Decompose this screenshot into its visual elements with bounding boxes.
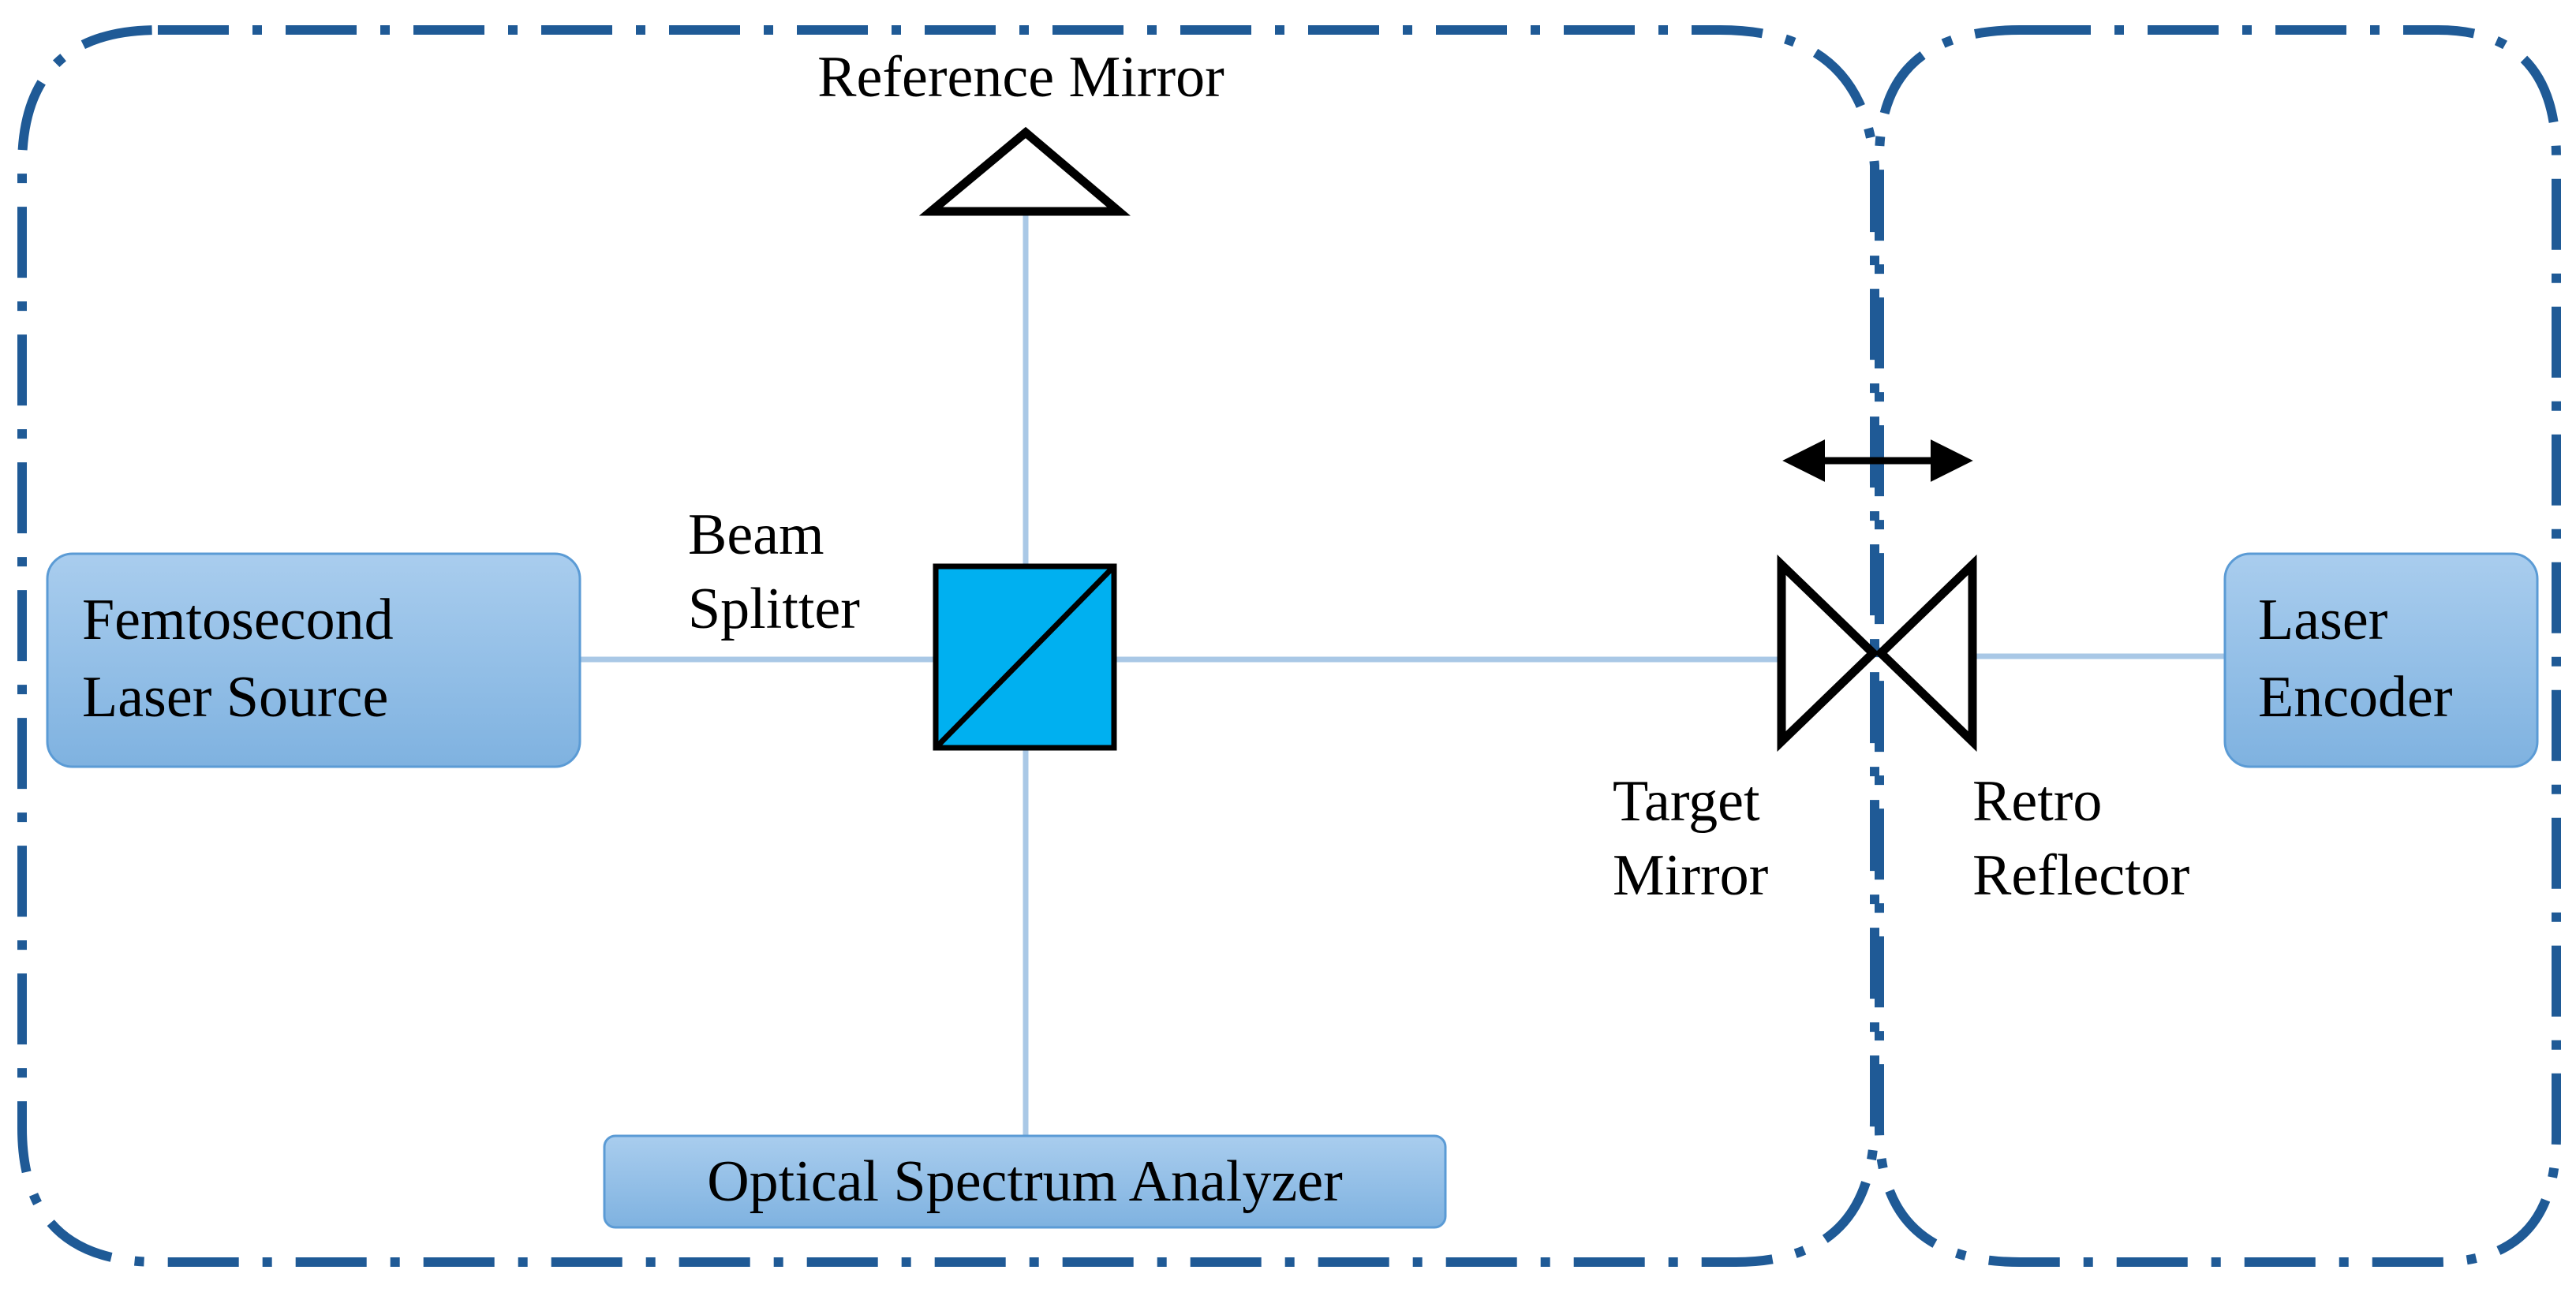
- reference-mirror-label: Reference Mirror: [817, 45, 1224, 110]
- target-mirror-label-line1: Target: [1613, 769, 1760, 834]
- laser-encoder-label-line1: Laser: [2258, 588, 2387, 652]
- target-mirror-label-line2: Mirror: [1613, 843, 1768, 908]
- laser-source-label-line2: Laser Source: [82, 665, 388, 730]
- laser-encoder-label-line2: Encoder: [2258, 665, 2453, 730]
- triangle-mirror-icon: [918, 126, 1131, 216]
- beam-splitter-label-line1: Beam: [688, 502, 824, 567]
- retro-reflector-label-line2: Reflector: [1972, 843, 2189, 908]
- laser-source-box: Femtosecond Laser Source: [46, 552, 581, 768]
- optical-spectrum-analyzer-label: Optical Spectrum Analyzer: [707, 1149, 1343, 1214]
- beam-splitter-label-line2: Splitter: [688, 577, 860, 641]
- left-region-boundary: [17, 25, 1879, 1267]
- retro-reflector-icon: [1875, 555, 1977, 752]
- target-mirror-icon: [1777, 555, 1879, 752]
- laser-source-label-line1: Femtosecond: [82, 588, 394, 652]
- optical-spectrum-analyzer-box: Optical Spectrum Analyzer: [603, 1134, 1447, 1229]
- laser-encoder-box: Laser Encoder: [2223, 552, 2539, 768]
- retro-reflector-label-line1: Retro: [1972, 769, 2102, 834]
- cube-beam-splitter-icon: [933, 563, 1117, 751]
- right-region-boundary: [1875, 25, 2561, 1267]
